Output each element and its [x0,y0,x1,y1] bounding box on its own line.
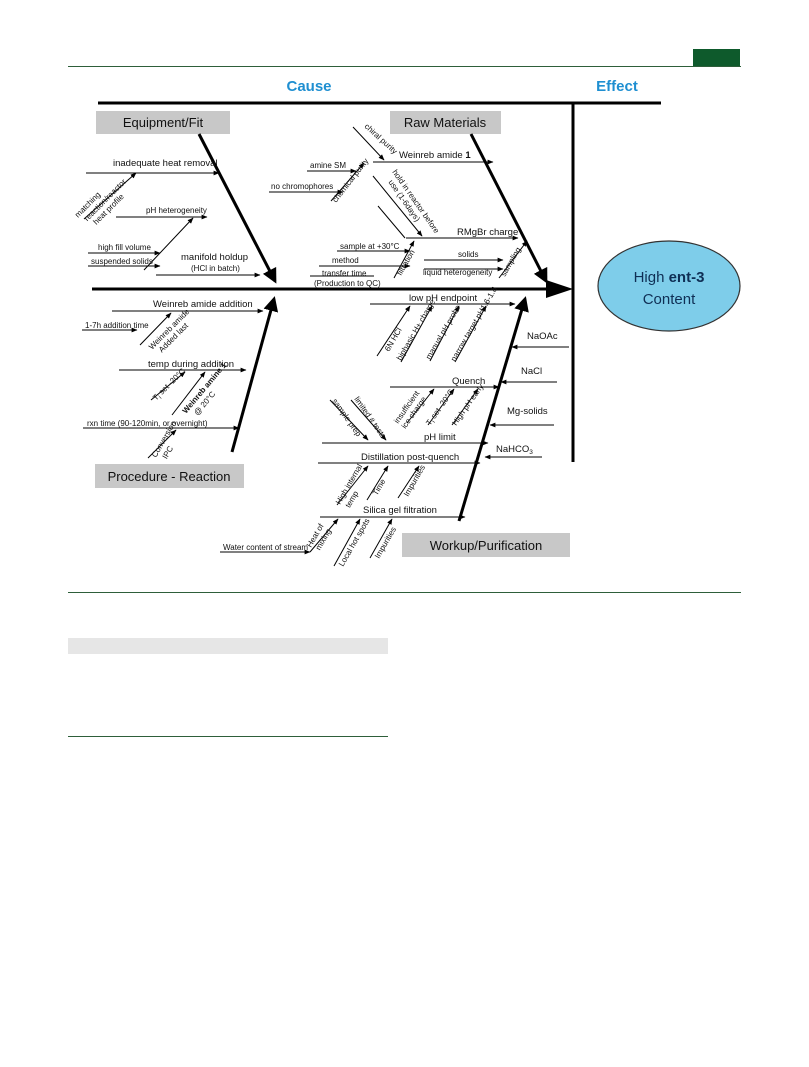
distillation-label: Distillation post-quench [361,452,459,463]
naoac-label: NaOAc [527,331,558,342]
raw-branches [269,126,528,279]
silica-gel-label: Silica gel filtration [363,505,437,516]
lower-rule [68,736,388,737]
weinreb-amide-raw-label: Weinreb amide 1 [399,150,471,161]
rmgbr-charge-label: RMgBr charge [457,227,518,238]
low-ph-endpoint-label: low pH endpoint [409,293,477,304]
addition-time-label: 1-7h addition time [85,321,149,330]
middle-rule [68,592,741,593]
procedure-box [95,464,244,488]
insufficient-ice-label: insufficient ice charge [392,389,428,431]
high-ph-early-label: High pH early [450,382,485,427]
effect-line-2: Content [643,291,696,308]
local-hot-spots-label: Local hot spots [337,517,372,568]
heat-of-mixing-label: Heat of mixing [305,521,333,551]
heat-removal-label: inadequate heat removal [113,158,218,169]
equipment-branches [83,170,261,278]
equipment-label: Equipment/Fit [123,115,204,130]
rxn-time-label: rxn time (90-120min, or overnight) [87,419,208,428]
equipment-box [96,111,230,134]
impurities-label: Impurities [402,463,427,498]
sampling-label: sampling [499,246,523,278]
mg-solids-label: Mg-solids [507,406,548,417]
ph-limit-label: pH limit [424,432,456,443]
added-last-label: Weinreb amide Added last [147,307,192,355]
workup-label: Workup/Purification [430,538,542,553]
weinreb-addition-label: Weinreb amide addition [153,299,253,310]
effect-heading: Effect [596,78,638,95]
workup-branches [220,301,569,567]
procedure-branches [82,308,264,459]
t-set-label: Ti set -20°C [151,366,189,404]
manifold-holdup-label: manifold holdup [181,252,248,263]
nacl-label: NaCl [521,366,542,377]
effect-line-1: High ent-3 [634,269,705,286]
liquid-heterogeneity-label: liquid heterogeneity [423,268,492,277]
procedure-bone [230,296,279,453]
solids-label: solids [458,250,478,259]
svg-text:hold in reactor before: hold in reactor before [390,168,441,236]
high-fill-label: high fill volume [98,243,151,252]
ph-heterogeneity-label: pH heterogeneity [146,206,207,215]
no-chromophores-label: no chromophores [271,182,333,191]
transfer-time-sub: (Production to QC) [314,279,381,288]
workup-bone [457,296,529,522]
matching-label: matching reaction/reactor heat profile [73,177,128,226]
time-label: Time [371,477,388,497]
cause-heading: Cause [286,78,331,95]
procedure-label: Procedure - Reaction [108,469,231,484]
manifold-holdup-sub: (HCl in batch) [191,264,240,273]
raw-materials-bone [469,133,548,284]
sample-30-label: sample at +30°C [340,242,400,251]
raw-materials-label: Raw Materials [404,115,487,130]
suspended-solids-label: suspended solids [91,257,153,266]
temp-addition-label: temp during addition [148,359,234,370]
hold-in-reactor-label: hold in reactor before use (1-6days) [386,168,441,236]
method-label: method [332,256,359,265]
workup-box [402,533,570,557]
nahco3-label: NaHCO3 [496,444,533,456]
spine-arrowhead [546,280,573,298]
raw-materials-box [390,111,501,134]
effect-ellipse [597,240,741,332]
page-badge [693,49,740,66]
high-internal-temp-label: High internal temp [334,462,364,509]
section-bar [68,638,388,654]
top-rule [68,66,741,67]
water-content-label: Water content of stream [223,543,308,552]
filtration-label: filtration [395,248,417,277]
amine-sm-label: amine SM [310,161,346,170]
equipment-bone [197,133,277,284]
transfer-time-label: transfer time [322,269,367,278]
quench-label: Quench [452,376,485,387]
